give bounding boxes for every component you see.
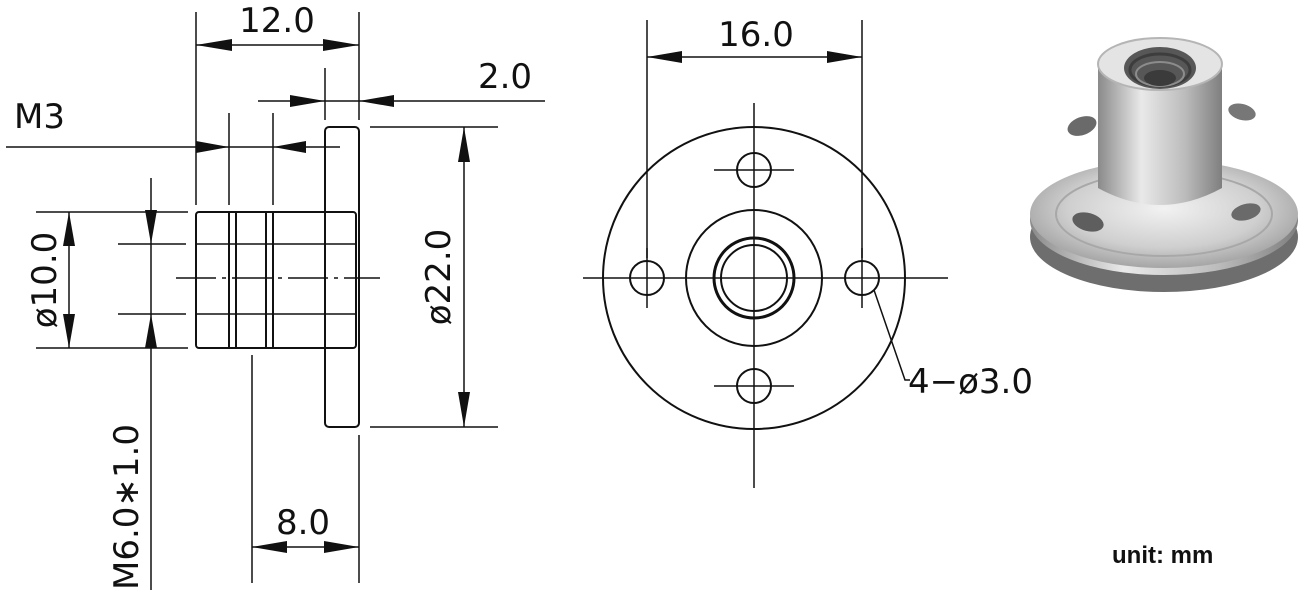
side-view: 12.0 2.0 M3 ø10.0 — [6, 1, 545, 590]
front-view: 16.0 4−ø3.0 — [583, 15, 1033, 488]
body-diameter-label: ø10.0 — [25, 232, 65, 329]
side-view-outline — [118, 126, 380, 428]
dimension-body-diameter: ø10.0 — [25, 211, 188, 349]
flange-thickness-label: 2.0 — [478, 57, 532, 97]
hole-spacing-label: 16.0 — [718, 15, 794, 55]
dimension-overall-length: 12.0 — [195, 1, 360, 205]
front-view-outline — [583, 103, 948, 488]
dimension-body-length: 8.0 — [251, 355, 360, 583]
holes-label: 4−ø3.0 — [908, 362, 1033, 402]
body-length-label: 8.0 — [276, 503, 330, 543]
flange-nut-photo — [1030, 37, 1298, 292]
dimension-flange-diameter: ø22.0 — [370, 126, 498, 428]
dimension-thread: M6.0∗1.0 — [107, 178, 157, 590]
dimension-hole-spacing: 16.0 — [646, 15, 863, 258]
overall-length-label: 12.0 — [239, 1, 315, 41]
dimension-flange-thickness: 2.0 — [258, 57, 545, 120]
dimension-holes: 4−ø3.0 — [873, 289, 1033, 402]
thread-label: M6.0∗1.0 — [107, 424, 147, 590]
unit-note: unit: mm — [1112, 542, 1213, 569]
flange-diameter-label: ø22.0 — [419, 229, 459, 326]
screw-size-label: M3 — [14, 97, 65, 137]
dimension-screw: M3 — [6, 97, 340, 205]
